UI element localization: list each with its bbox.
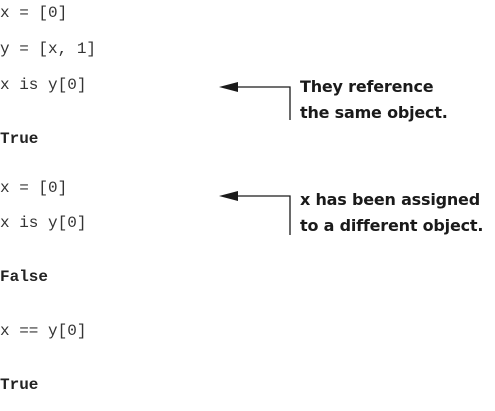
annotation-line: to a different object. [300,216,484,235]
annotation-line: They reference [300,77,434,96]
code-line: x is y[0] [0,214,87,232]
code-output: True [0,376,39,394]
code-output: False [0,268,49,286]
callout-arrow-1 [219,82,291,120]
annotation-line: the same object. [300,103,448,122]
code-line: x is y[0] [0,76,87,94]
code-line: x == y[0] [0,322,87,340]
code-line: y = [x, 1] [0,40,97,58]
annotation-line: x has been assigned [300,190,480,209]
code-output: True [0,130,39,148]
callout-arrow-2 [219,191,291,235]
code-line: x = [0] [0,179,68,197]
code-line: x = [0] [0,4,68,22]
